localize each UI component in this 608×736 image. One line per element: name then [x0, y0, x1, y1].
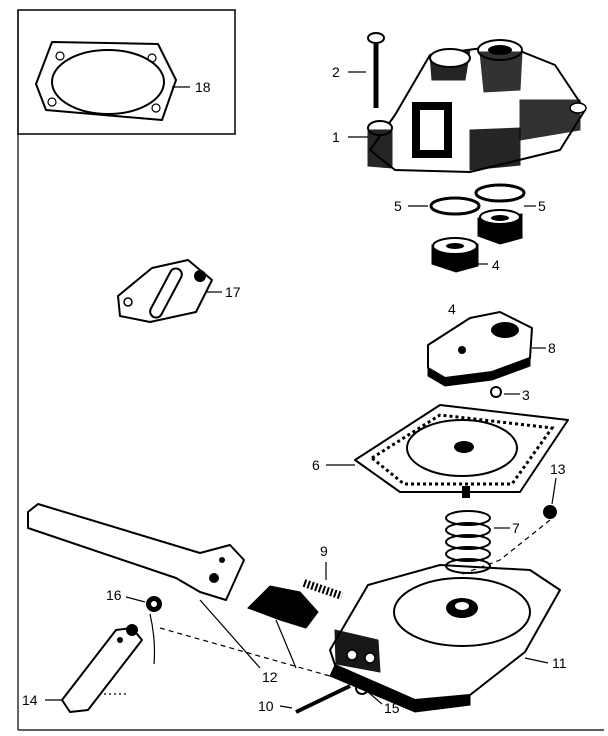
callout-2: 2	[332, 64, 340, 80]
nut-13	[459, 477, 557, 576]
spring-7	[445, 510, 510, 574]
callout-17: 17	[225, 284, 241, 300]
callout-15: 15	[384, 700, 400, 716]
callout-8: 8	[548, 340, 556, 356]
callout-1: 1	[332, 129, 340, 145]
clip-15	[355, 681, 383, 705]
lever-12	[27, 503, 319, 669]
clip-16	[125, 596, 162, 665]
cover-plate-17	[117, 259, 222, 323]
link-14	[45, 624, 143, 713]
callout-13: 13	[550, 461, 566, 477]
pump-body-1	[348, 39, 587, 173]
spring-9	[302, 562, 344, 600]
lower-housing-11	[329, 564, 561, 713]
callout-4b: 4	[448, 301, 456, 317]
gasket-rings-5	[408, 183, 536, 216]
pin-10	[279, 684, 351, 714]
callout-4a: 4	[492, 257, 500, 273]
callout-5a: 5	[394, 198, 402, 214]
callout-18: 18	[195, 79, 211, 95]
screw-2	[348, 32, 385, 108]
inset-box	[17, 9, 236, 135]
callout-14: 14	[22, 692, 38, 708]
gasket-18	[35, 41, 177, 121]
diaphragm-6	[326, 404, 569, 498]
callout-labels: 1 2 3 4 4 5 5 6 7 8 9 10 11 12 13 14 15 …	[22, 64, 567, 716]
callout-5b: 5	[538, 198, 546, 214]
callout-12: 12	[262, 669, 278, 685]
callout-7: 7	[512, 520, 520, 536]
callout-11: 11	[552, 655, 567, 671]
callout-16: 16	[106, 587, 122, 603]
assembly-dash-line	[159, 627, 345, 681]
callout-3: 3	[522, 387, 530, 403]
callout-9: 9	[320, 543, 328, 559]
callout-6: 6	[312, 457, 320, 473]
valves-4	[431, 209, 523, 273]
valve-plate-8	[427, 311, 546, 387]
callout-10: 10	[258, 698, 274, 714]
screw-3	[490, 386, 520, 398]
